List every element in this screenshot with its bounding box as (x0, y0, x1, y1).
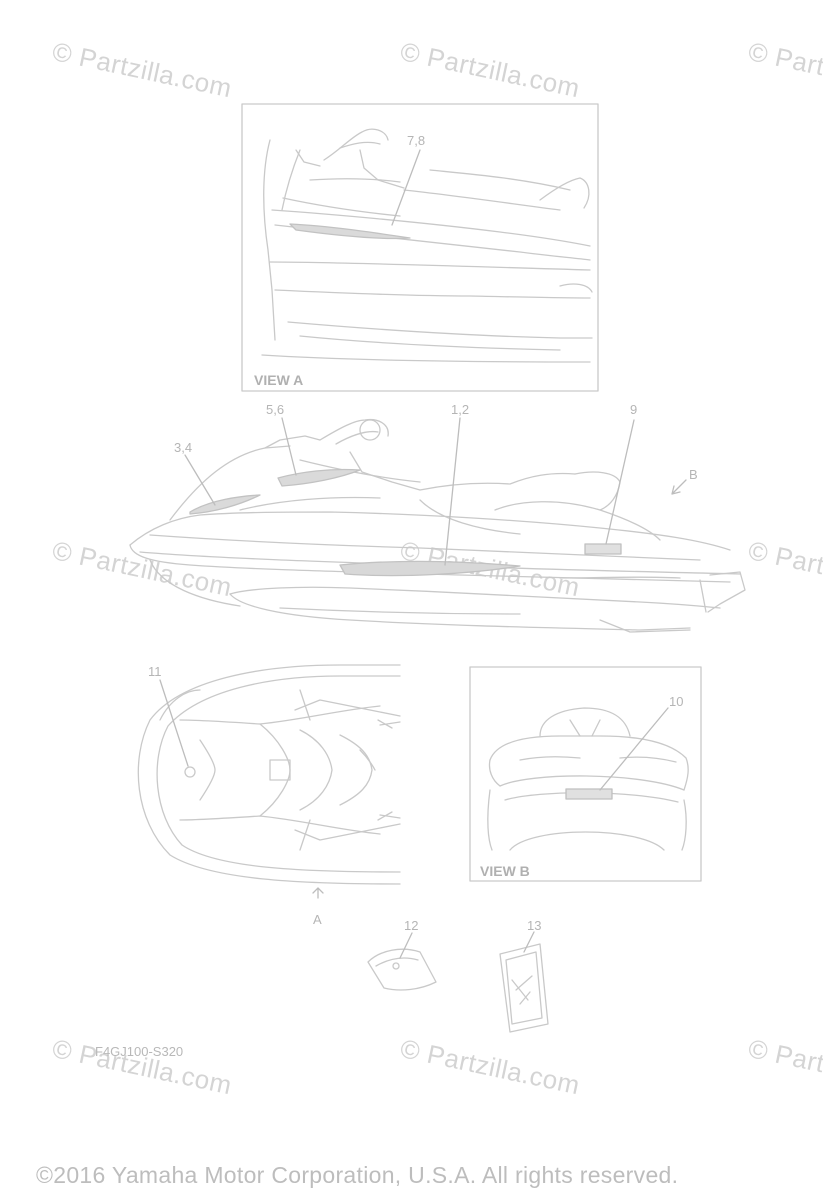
view-b-stern-drawing (487, 707, 689, 851)
callout-1-2: 1,2 (451, 402, 469, 417)
leader-line (605, 419, 635, 545)
callout-9: 9 (630, 402, 637, 417)
decal-1-2 (339, 560, 521, 577)
view-a-frame (241, 103, 599, 392)
decal-7-8 (289, 223, 411, 240)
leader-line (523, 931, 535, 953)
part-13-drawing (499, 943, 549, 1033)
top-view-hull-drawing (137, 664, 401, 885)
callout-5-6: 5,6 (266, 402, 284, 417)
leader-line (159, 679, 189, 767)
callout-10: 10 (669, 694, 683, 709)
side-view-hull-drawing (129, 418, 746, 633)
part-12-drawing (367, 948, 437, 991)
leader-line (444, 417, 461, 566)
leader-line (391, 149, 421, 226)
arrow-b-icon (671, 479, 687, 495)
emblem-9 (584, 543, 622, 555)
callout-13: 13 (527, 918, 541, 933)
callout-7-8: 7,8 (407, 133, 425, 148)
arrow-a-icon (312, 887, 324, 899)
diagram-code: F4GJ100-S320 (95, 1044, 184, 1059)
callout-a: A (313, 912, 322, 927)
view-b-frame (469, 666, 702, 882)
emblem-10 (565, 788, 613, 800)
copyright-notice: ©2016 Yamaha Motor Corporation, U.S.A. A… (36, 1162, 679, 1188)
callout-11: 11 (148, 664, 162, 679)
view-b-label: VIEW B (480, 863, 530, 879)
decal-3-4 (189, 494, 261, 515)
callout-b: B (689, 467, 698, 482)
view-a-hull-drawing (261, 128, 593, 363)
callout-12: 12 (404, 918, 418, 933)
view-a-label: VIEW A (254, 372, 303, 388)
leader-line (184, 454, 216, 506)
leader-line (281, 417, 297, 476)
leader-line (399, 932, 413, 959)
leader-line (599, 707, 669, 791)
decal-5-6 (277, 468, 361, 487)
callout-3-4: 3,4 (174, 440, 192, 455)
